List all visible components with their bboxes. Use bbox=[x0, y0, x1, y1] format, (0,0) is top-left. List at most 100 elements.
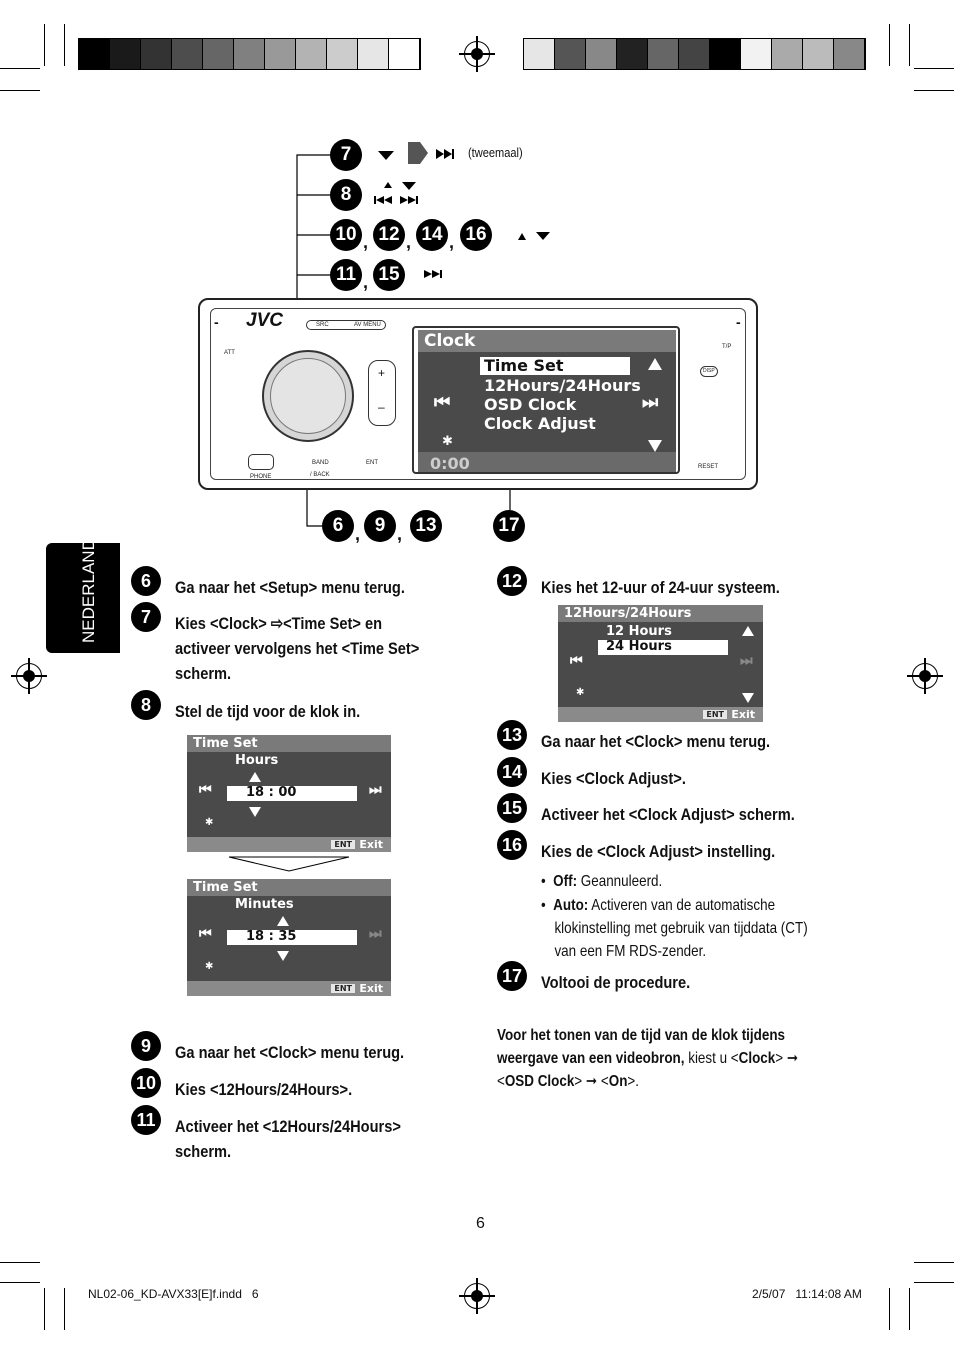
step-number-7: 7 bbox=[131, 602, 161, 632]
device-screen-footer bbox=[418, 452, 676, 472]
step-number-11: 11 bbox=[131, 1105, 161, 1135]
step-11-text: Activeer het <12Hours/24Hours> scherm. bbox=[175, 1117, 401, 1161]
twice-note: (tweemaal) bbox=[468, 145, 523, 160]
phone-label: PHONE bbox=[250, 474, 272, 480]
skip-forward-icon: ⏭ bbox=[740, 653, 752, 669]
band-label: BAND bbox=[312, 460, 329, 466]
bluetooth-icon: ✱ bbox=[205, 961, 214, 972]
down-arrow-icon bbox=[648, 440, 662, 452]
step-9-text: Ga naar het <Clock> menu terug. bbox=[175, 1043, 405, 1062]
up-arrow-icon bbox=[648, 358, 662, 370]
color-swatch bbox=[555, 39, 586, 69]
back-label: / BACK bbox=[310, 472, 330, 478]
skip-forward-icon: ⏭ bbox=[642, 392, 658, 413]
screen-footer: ENT Exit bbox=[187, 837, 391, 852]
step-badge-17: 17 bbox=[493, 510, 525, 542]
comma: , bbox=[406, 232, 412, 252]
step-number-10: 10 bbox=[131, 1068, 161, 1098]
step-badge-12: 12 bbox=[373, 219, 405, 251]
step-badge-7: 7 bbox=[330, 139, 362, 171]
language-tab: NEDERLANDS bbox=[46, 527, 120, 653]
src-avmenu-button[interactable] bbox=[306, 320, 386, 330]
registration-mark-top-icon bbox=[459, 36, 495, 72]
step-number-14: 14 bbox=[497, 757, 527, 787]
up-arrow-icon bbox=[249, 772, 261, 782]
color-swatch bbox=[617, 39, 648, 69]
color-swatch bbox=[679, 39, 710, 69]
skip-back-icon: ⏮ bbox=[570, 653, 582, 669]
faceplate-border bbox=[210, 308, 746, 480]
step-badge-9: 9 bbox=[364, 510, 396, 542]
color-swatch bbox=[389, 39, 420, 69]
volume-rocker[interactable] bbox=[368, 360, 396, 426]
plus-icon: + bbox=[378, 366, 386, 380]
color-swatch bbox=[803, 39, 834, 69]
comma: , bbox=[397, 524, 403, 544]
step-10-text: Kies <12Hours/24Hours>. bbox=[175, 1080, 353, 1099]
ent-button[interactable]: ENT bbox=[703, 710, 727, 719]
down-arrow-icon bbox=[742, 693, 754, 703]
color-swatch bbox=[234, 39, 265, 69]
footer-timestamp: 2/5/07 11:14:08 AM bbox=[752, 1287, 862, 1301]
brand-logo: JVC bbox=[246, 310, 283, 331]
phone-icon[interactable] bbox=[248, 454, 274, 470]
step-7-text: Kies <Clock> ⇨<Time Set> en activeer ver… bbox=[175, 614, 420, 683]
color-swatch bbox=[327, 39, 358, 69]
disp-button[interactable] bbox=[700, 366, 718, 377]
up-arrow-icon bbox=[277, 916, 289, 926]
step-badge-6: 6 bbox=[322, 510, 354, 542]
screen-title: Time Set bbox=[187, 735, 391, 752]
control-dial-inner bbox=[270, 358, 346, 434]
ent-label: ENT bbox=[366, 460, 378, 466]
step-badge-14: 14 bbox=[416, 219, 448, 251]
skip-back-icon: ⏮ bbox=[199, 926, 211, 942]
skip-forward-icon: ⏭ bbox=[369, 782, 381, 798]
tp-label: T/P bbox=[722, 344, 732, 350]
skip-forward-icon: ⏭ bbox=[369, 926, 381, 942]
color-swatch bbox=[172, 39, 203, 69]
minus-icon: – bbox=[378, 400, 385, 414]
bluetooth-icon: ✱ bbox=[576, 687, 585, 698]
registration-mark-right-icon bbox=[907, 658, 943, 694]
menu-item-osd-clock[interactable]: OSD Clock bbox=[484, 395, 577, 414]
color-swatch bbox=[586, 39, 617, 69]
comma: , bbox=[363, 232, 369, 252]
field-label: Hours bbox=[235, 753, 279, 768]
hours-format-screen: 12Hours/24Hours 12 Hours 24 Hours ⏮ ⏭ ✱ … bbox=[558, 605, 763, 722]
skip-back-icon: ⏮ bbox=[434, 392, 450, 413]
step-number-16: 16 bbox=[497, 830, 527, 860]
att-label: ATT bbox=[224, 350, 235, 356]
step-number-12: 12 bbox=[497, 566, 527, 596]
option-12-hours[interactable]: 12 Hours bbox=[606, 624, 672, 639]
avmenu-label: AV MENU bbox=[354, 322, 381, 328]
color-swatch bbox=[141, 39, 172, 69]
time-value[interactable]: 18 : 00 bbox=[227, 786, 357, 801]
down-arrow-icon bbox=[249, 807, 261, 817]
color-swatch bbox=[296, 39, 327, 69]
bullet-auto: • Auto: Activeren van de automatische kl… bbox=[541, 897, 808, 960]
bullet-off: • Off: Geannuleerd. bbox=[541, 873, 663, 890]
footer-file-info: NL02-06_KD-AVX33[E]f.indd 6 bbox=[88, 1287, 259, 1301]
bluetooth-icon: ✱ bbox=[442, 434, 453, 449]
menu-item-12-24[interactable]: 12Hours/24Hours bbox=[484, 376, 641, 395]
src-label: SRC bbox=[316, 322, 329, 328]
option-24-hours[interactable]: 24 Hours bbox=[598, 640, 728, 655]
color-swatch bbox=[741, 39, 772, 69]
registration-mark-bottom-icon bbox=[459, 1278, 495, 1314]
time-readout: 0:00 bbox=[430, 454, 470, 473]
color-bar-left bbox=[78, 38, 421, 70]
step-16-text: Kies de <Clock Adjust> instelling. bbox=[541, 842, 776, 861]
screen-title: 12Hours/24Hours bbox=[558, 605, 763, 622]
comma: , bbox=[363, 272, 369, 292]
step-12-text: Kies het 12-uur of 24-uur systeem. bbox=[541, 578, 780, 597]
menu-item-clock-adjust[interactable]: Clock Adjust bbox=[484, 414, 596, 433]
step-badge-15: 15 bbox=[373, 259, 405, 291]
menu-item-time-set[interactable]: Time Set bbox=[480, 357, 630, 375]
ent-button[interactable]: ENT bbox=[331, 840, 355, 849]
field-label: Minutes bbox=[235, 897, 294, 912]
color-swatch bbox=[265, 39, 296, 69]
step-badge-10: 10 bbox=[330, 219, 362, 251]
ent-button[interactable]: ENT bbox=[331, 984, 355, 993]
step-number-9: 9 bbox=[131, 1031, 161, 1061]
time-value[interactable]: 18 : 35 bbox=[227, 930, 357, 945]
